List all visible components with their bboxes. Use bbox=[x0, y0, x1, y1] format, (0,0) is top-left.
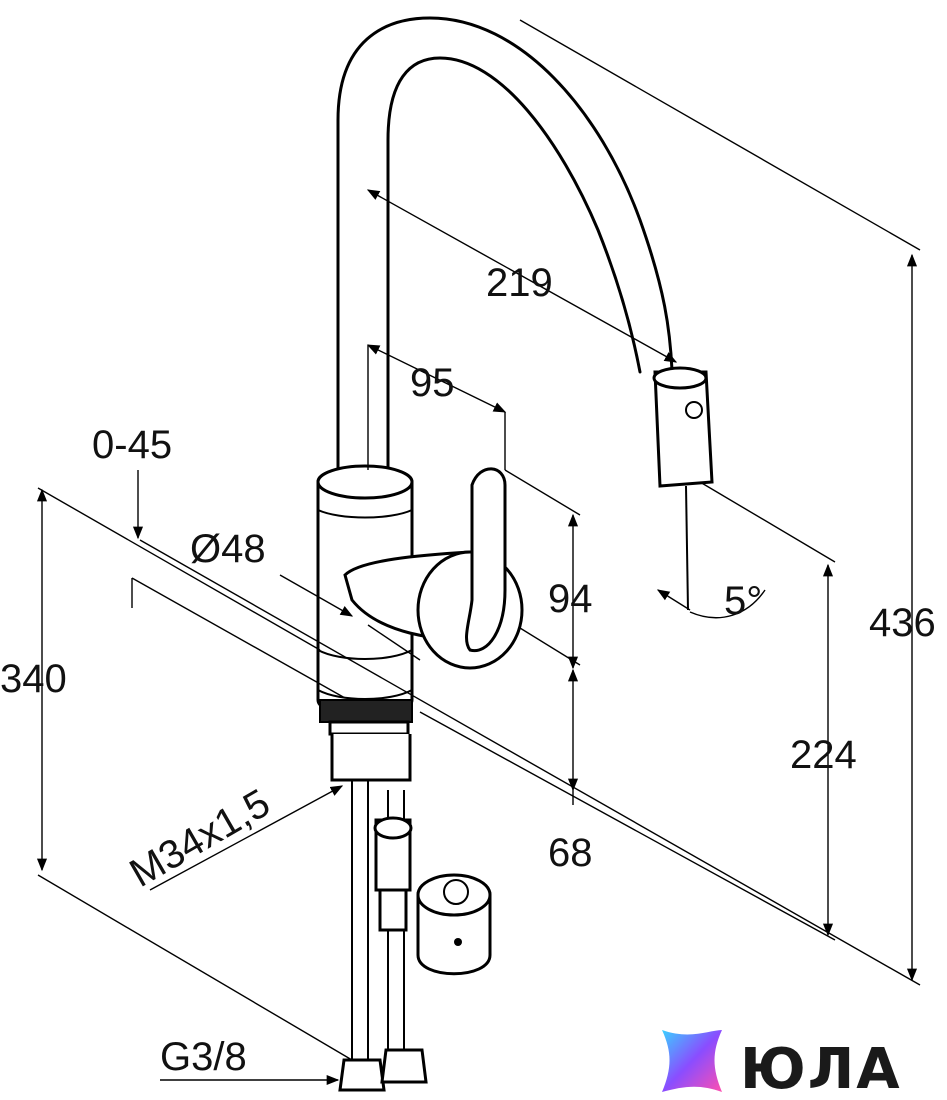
dimension-340 bbox=[36, 487, 353, 1061]
faucet-body bbox=[316, 464, 414, 736]
yula-logo: ЮЛА bbox=[662, 1030, 902, 1100]
dimension-436 bbox=[139, 19, 921, 986]
label-95: 95 bbox=[410, 361, 455, 405]
dimension-219 bbox=[366, 189, 678, 363]
logo-mark-icon bbox=[662, 1030, 722, 1092]
label-m34: M34x1,5 bbox=[123, 781, 278, 896]
supply-hoses bbox=[330, 734, 428, 1092]
label-219: 219 bbox=[486, 261, 553, 305]
label-5deg: 5° bbox=[724, 579, 762, 623]
label-436: 436 bbox=[869, 601, 936, 645]
leader-m34 bbox=[149, 785, 344, 891]
logo-text: ЮЛА bbox=[740, 1037, 902, 1100]
dimension-5deg bbox=[656, 589, 766, 619]
dimension-94 bbox=[504, 469, 581, 670]
label-g38: G3/8 bbox=[160, 1035, 247, 1079]
dimension-224 bbox=[419, 481, 836, 941]
label-340: 340 bbox=[0, 657, 67, 701]
mounting-nut bbox=[416, 873, 492, 976]
lever-handle bbox=[343, 467, 524, 670]
spray-head bbox=[652, 366, 714, 611]
label-d48: Ø48 bbox=[190, 527, 266, 571]
faucet-spout bbox=[336, 16, 674, 472]
dimension-d48 bbox=[279, 574, 421, 661]
label-68: 68 bbox=[548, 831, 593, 875]
dimension-95 bbox=[366, 344, 507, 470]
label-94: 94 bbox=[548, 577, 593, 621]
label-224: 224 bbox=[790, 733, 857, 777]
dimension-0-45 bbox=[131, 470, 346, 699]
label-0-45: 0-45 bbox=[92, 423, 172, 467]
